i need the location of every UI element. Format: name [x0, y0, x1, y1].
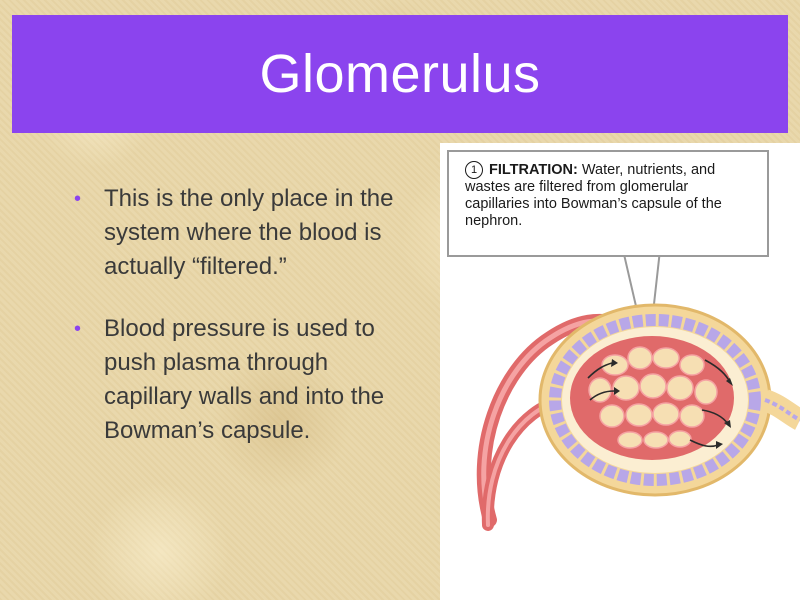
- bullet-dot-icon: •: [74, 188, 82, 210]
- bullet-text: This is the only place in the system whe…: [104, 185, 394, 280]
- bullet-list: • This is the only place in the system w…: [66, 182, 396, 476]
- bullet-item: • This is the only place in the system w…: [66, 182, 396, 284]
- bullet-item: • Blood pressure is used to push plasma …: [66, 312, 396, 448]
- bullet-text: Blood pressure is used to push plasma th…: [104, 315, 385, 444]
- callout-heading: FILTRATION:: [489, 162, 578, 178]
- glomerulus-illustration: [440, 249, 800, 555]
- bullet-dot-icon: •: [74, 318, 82, 340]
- capsule-cell-layer: [549, 314, 761, 486]
- slide-title: Glomerulus: [259, 44, 541, 104]
- title-bar: Glomerulus: [12, 15, 788, 133]
- filtration-callout: 1 FILTRATION: Water, nutrients, and waste…: [447, 150, 769, 257]
- step-number-icon: 1: [465, 161, 483, 179]
- capillary-loops: [588, 346, 718, 449]
- callout-text: Water, nutrients, and wastes are filtere…: [465, 162, 722, 229]
